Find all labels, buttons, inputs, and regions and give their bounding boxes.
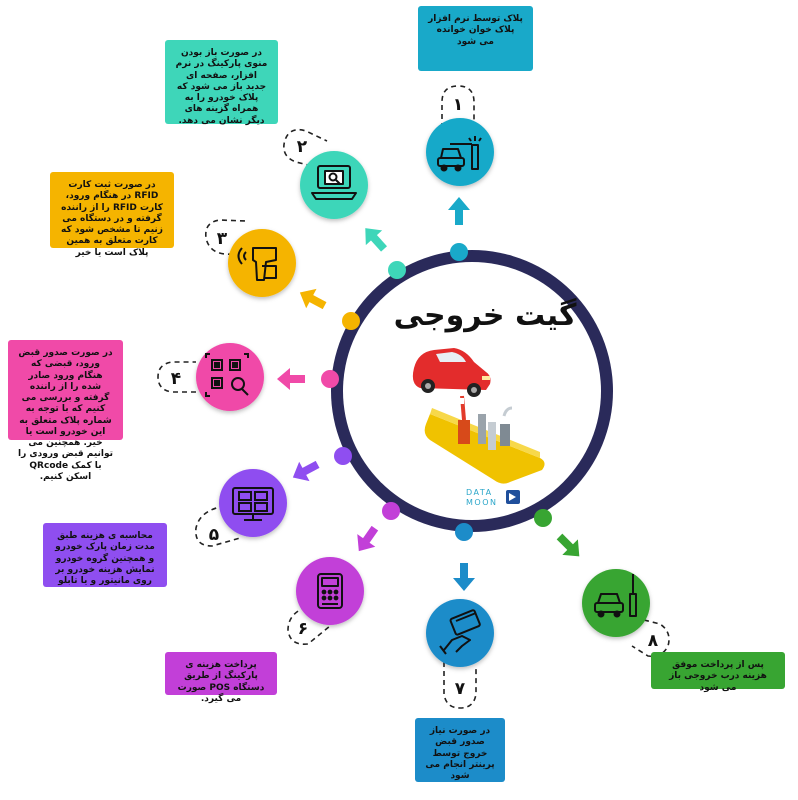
step-tag-4: ۴ xyxy=(157,361,196,393)
arrow-7 xyxy=(453,563,475,591)
step-number-2: ۲ xyxy=(297,137,308,157)
step-circle-3 xyxy=(228,229,296,297)
laptop-search-icon xyxy=(311,165,357,200)
car-barrier-open-icon xyxy=(594,574,637,618)
brand-line-2: MOON xyxy=(466,498,498,508)
step-circle-5 xyxy=(219,469,287,537)
brand-wordmark: DATA MOON xyxy=(466,488,526,509)
step-desc-7: در صورت نیاز صدور قبض خروج توسط پرینتر ا… xyxy=(415,718,505,782)
ring-dot-1 xyxy=(450,243,468,261)
step-tag-3: ۳ xyxy=(204,219,247,255)
ring-dot-4 xyxy=(321,370,339,388)
step-tag-7: ۷ xyxy=(443,662,477,709)
step-tag-1: ۱ xyxy=(441,85,475,128)
step-number-8: ۸ xyxy=(648,631,659,651)
step-desc-1: پلاک توسط نرم افزار پلاک خوان خوانده می … xyxy=(418,6,533,71)
step-number-4: ۴ xyxy=(171,369,181,389)
step-desc-3: در صورت ثبت کارت RFID در هنگام ورود، کار… xyxy=(50,172,174,258)
brand-line-1: DATA xyxy=(466,488,493,497)
center-illustration xyxy=(412,348,545,484)
step-tag-6: ۶ xyxy=(287,606,331,646)
step-number-7: ۷ xyxy=(455,679,466,699)
step-number-6: ۶ xyxy=(298,619,308,639)
car-at-barrier-icon xyxy=(437,136,482,172)
ring-dot-3 xyxy=(342,312,360,330)
step-circle-2 xyxy=(300,151,368,219)
step-desc-6: پرداخت هزینه ی پارکینگ از طریق دستگاه PO… xyxy=(165,652,277,704)
qr-code-scan-icon xyxy=(205,353,249,397)
diagram-title: گیت خروجی xyxy=(393,298,577,333)
step-tag-5: ۵ xyxy=(195,505,241,547)
step-number-5: ۵ xyxy=(209,525,219,545)
step-desc-5: محاسبه ی هزینه طبق مدت زمان پارک خودرو و… xyxy=(43,523,167,587)
arrow-3 xyxy=(299,288,327,310)
arrow-1 xyxy=(448,197,470,225)
step-circle-7 xyxy=(426,599,494,667)
step-circle-6 xyxy=(296,557,364,625)
monitor-calculator-icon xyxy=(232,487,274,521)
arrow-8 xyxy=(556,533,580,557)
brand-logo-icon xyxy=(506,490,520,504)
step-desc-2: در صورت باز بودن منوی پارکینگ در نرم افز… xyxy=(165,40,278,126)
ring-dot-6 xyxy=(382,502,400,520)
step-circle-1 xyxy=(426,118,494,186)
ring-dot-7 xyxy=(455,523,473,541)
arrow-5 xyxy=(292,460,320,482)
pos-terminal-icon xyxy=(317,573,343,609)
step-number-3: ۳ xyxy=(217,229,228,249)
step-circle-4 xyxy=(196,343,264,411)
arrow-4 xyxy=(277,368,305,390)
step-desc-8: پس از پرداخت موفق هزینه درب خروجی باز می… xyxy=(651,652,785,693)
ring-dot-2 xyxy=(388,261,406,279)
card-payment-icon xyxy=(439,609,481,655)
ring-dot-8 xyxy=(534,509,552,527)
step-circle-8 xyxy=(582,569,650,637)
step-number-1: ۱ xyxy=(453,95,463,115)
ring-dot-5 xyxy=(334,447,352,465)
rfid-scanner-icon xyxy=(237,247,277,281)
step-tag-2: ۲ xyxy=(283,128,328,169)
step-desc-4: در صورت صدور قبض ورود، قبضی که هنگام ورو… xyxy=(8,340,123,482)
arrow-2 xyxy=(365,228,388,252)
step-tag-8: ۸ xyxy=(631,619,670,658)
arrow-6 xyxy=(357,525,379,552)
